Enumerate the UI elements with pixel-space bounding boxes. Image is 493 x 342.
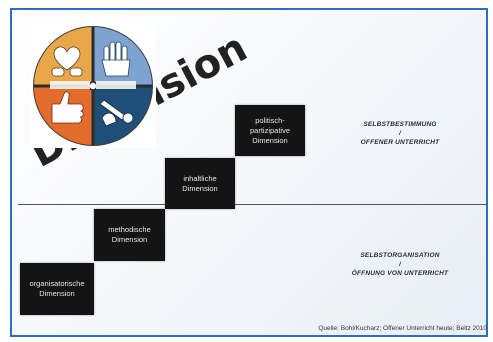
heart-hands-icon: [51, 46, 83, 77]
thumb-up-icon: [51, 91, 84, 124]
raised-hand-icon: [101, 41, 131, 77]
tool-hand-icon: [99, 99, 134, 127]
source-citation: Quelle: Bohl/Kucharz; Offener Unterricht…: [318, 325, 487, 332]
label-selbstbestimmung: SELBSTBESTIMMUNG / OFFENER UNTERRICHT: [360, 121, 440, 146]
label-selbstorganisation: SELBSTORGANISATION / ÖFFNUNG VON UNTERRI…: [351, 252, 449, 277]
stair-methodische: methodische Dimension: [94, 209, 165, 261]
stair-organisatorische: organisatorische Dimension: [20, 263, 94, 315]
divider-line: [18, 204, 488, 205]
stair-politisch-partizipative: politisch- partizipative Dimension: [235, 105, 305, 156]
stair-inhaltliche: inhaltliche Dimension: [165, 158, 235, 209]
logo: [30, 24, 156, 148]
logo-graphic: [30, 24, 156, 148]
